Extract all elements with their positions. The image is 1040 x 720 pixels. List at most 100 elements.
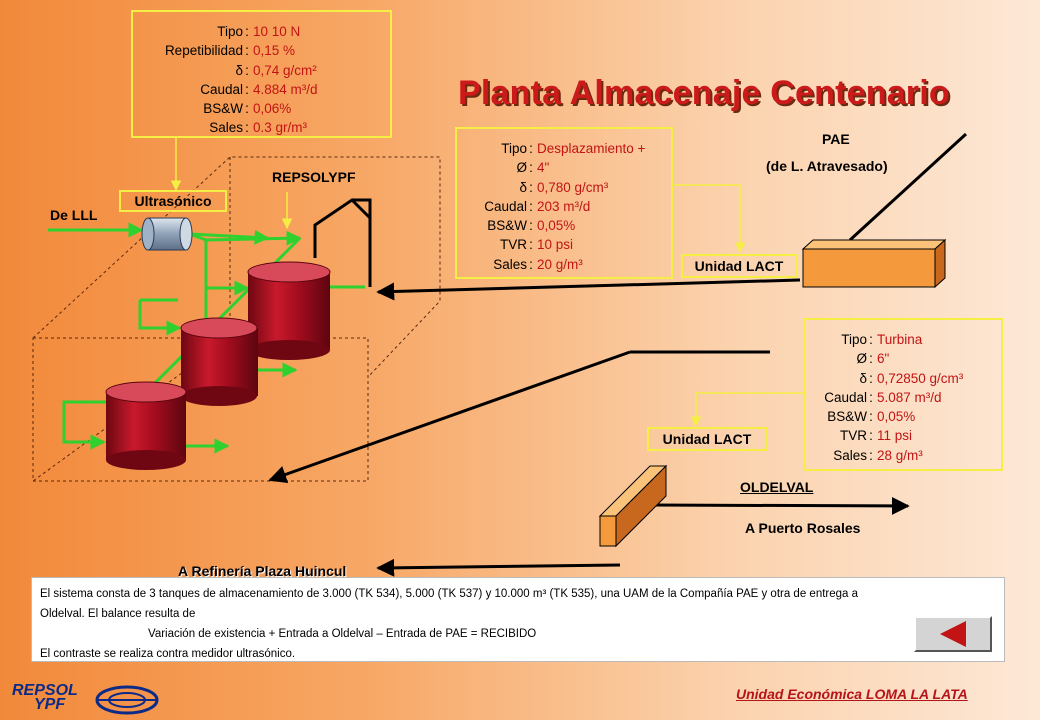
- spec-value: 0,72850 g/cm³: [877, 370, 964, 386]
- spec-row: δ:0,74 g/cm²: [133, 61, 390, 80]
- spec-row: TVR:10 psi: [457, 235, 671, 254]
- spec-label: Tipo: [501, 141, 527, 156]
- logo-emblem-icon: [95, 685, 159, 715]
- tank-tk535: [247, 261, 331, 360]
- spec-label: TVR: [840, 428, 867, 444]
- spec-value: 5.087 m³/d: [877, 389, 942, 405]
- pipe-to-repsolypf: [189, 229, 270, 245]
- lact-unit-pae: [801, 238, 947, 289]
- spec-separator: :: [529, 218, 533, 234]
- spec-row: δ:0,780 g/cm³: [457, 178, 671, 197]
- spec-value: 0,05%: [537, 218, 576, 234]
- spec-label: Ø: [516, 160, 527, 176]
- spec-value: 11 psi: [877, 428, 913, 444]
- spec-row: Tipo: Turbina: [805, 330, 1001, 349]
- spec-separator: :: [869, 332, 873, 347]
- spec-value: 203 m³/d: [537, 198, 591, 214]
- spec-label: Sales: [209, 120, 243, 136]
- spec-separator: :: [869, 447, 873, 463]
- spec-row: Caudal:4.884 m³/d: [133, 80, 390, 99]
- spec-separator: :: [869, 351, 873, 367]
- leader-lines: [170, 138, 806, 428]
- spec-separator: :: [245, 62, 249, 78]
- spec-row: Tipo:Desplazamiento +: [457, 139, 671, 158]
- spec-separator: :: [869, 428, 873, 444]
- spec-row: Caudal:5.087 m³/d: [805, 388, 1001, 407]
- spec-separator: :: [529, 179, 533, 195]
- spec-row: BS&W:0,05%: [457, 216, 671, 235]
- spec-value: Turbina: [877, 332, 923, 347]
- spec-separator: :: [245, 120, 249, 136]
- tank-tk534: [105, 381, 187, 470]
- logo-text-ypf: YPF: [34, 696, 66, 713]
- spec-separator: :: [869, 389, 873, 405]
- spec-row: Tipo:10 10 N: [133, 22, 390, 41]
- page-title: Planta Almacenaje Centenario: [458, 74, 950, 112]
- spec-row: Caudal:203 m³/d: [457, 197, 671, 216]
- label-unidad-lact-pae: Unidad LACT: [681, 254, 797, 278]
- back-arrow-icon: [940, 621, 966, 647]
- label-unidad-lact-oldelval: Unidad LACT: [647, 427, 767, 451]
- spec-row: δ:0,72850 g/cm³: [805, 369, 1001, 388]
- spec-label: δ: [519, 179, 527, 195]
- spec-separator: :: [529, 256, 533, 272]
- pae-to-oldelval-line: [268, 350, 631, 484]
- spec-label: δ: [235, 62, 243, 78]
- spec-row: Sales:20 g/m³: [457, 255, 671, 274]
- spec-separator: :: [245, 24, 249, 39]
- spec-separator: :: [245, 81, 249, 97]
- spec-separator: :: [869, 370, 873, 386]
- black-pipelines: [268, 132, 968, 577]
- spec-value: 6": [877, 351, 890, 367]
- spec-value: 20 g/m³: [537, 256, 583, 272]
- box-top-outline: [32, 156, 441, 378]
- spec-value: 10 10 N: [253, 24, 301, 39]
- pae-pipeline: [848, 132, 968, 242]
- footer-unit-name: Unidad Económica LOMA LA LATA: [736, 686, 968, 702]
- header-pipe: [189, 232, 235, 290]
- spec-label: δ: [859, 370, 867, 386]
- spec-label: BS&W: [827, 409, 867, 425]
- spec-label: Sales: [833, 447, 867, 463]
- note-line-1: El sistema consta de 3 tanques de almace…: [40, 588, 859, 600]
- spec-value: 4.884 m³/d: [253, 81, 318, 97]
- spec-value: 0.3 gr/m³: [253, 120, 308, 136]
- spec-row: Ø:6": [805, 349, 1001, 368]
- note-line-2: Oldelval. El balance resulta de: [40, 608, 196, 620]
- spec-value: 4": [537, 160, 550, 176]
- spec-row: Repetibilidad:0,15 %: [133, 41, 390, 60]
- spec-label: Caudal: [484, 198, 527, 214]
- spec-value: 0,15 %: [253, 43, 296, 59]
- spec-row: BS&W:0,06%: [133, 99, 390, 118]
- box-front-face: [32, 337, 369, 482]
- spec-value: 0,74 g/cm²: [253, 62, 317, 78]
- spec-label: Sales: [493, 256, 527, 272]
- description-note: El sistema consta de 3 tanques de almace…: [31, 577, 1005, 662]
- spec-separator: :: [529, 198, 533, 214]
- spec-row: BS&W:0,05%: [805, 407, 1001, 426]
- spec-label: TVR: [500, 237, 527, 253]
- spec-row: Ø:4": [457, 158, 671, 177]
- back-button[interactable]: [914, 616, 992, 652]
- spec-label: Repetibilidad: [164, 43, 243, 59]
- logo-text-repsol: REPSOL: [12, 682, 78, 699]
- pae-inlet-line: [376, 278, 801, 301]
- spec-label: Tipo: [841, 332, 867, 347]
- spec-label: Ø: [856, 351, 867, 367]
- spec-label: Tipo: [217, 24, 243, 39]
- spec-label: BS&W: [203, 101, 243, 117]
- note-formula: Variación de existencia + Entrada a Olde…: [148, 628, 537, 640]
- repsol-ypf-logo: REPSOL YPF: [12, 682, 162, 716]
- note-line-4: El contraste se realiza contra medidor u…: [40, 648, 296, 660]
- label-a-puerto-rosales: A Puerto Rosales: [745, 520, 861, 536]
- spec-value: 28 g/m³: [877, 447, 923, 463]
- spec-separator: :: [529, 160, 533, 176]
- lact-unit-oldelval: [598, 464, 668, 548]
- label-a-refineria: A Refinería Plaza Huincul: [178, 563, 347, 579]
- label-repsolypf: REPSOLYPF: [272, 169, 356, 185]
